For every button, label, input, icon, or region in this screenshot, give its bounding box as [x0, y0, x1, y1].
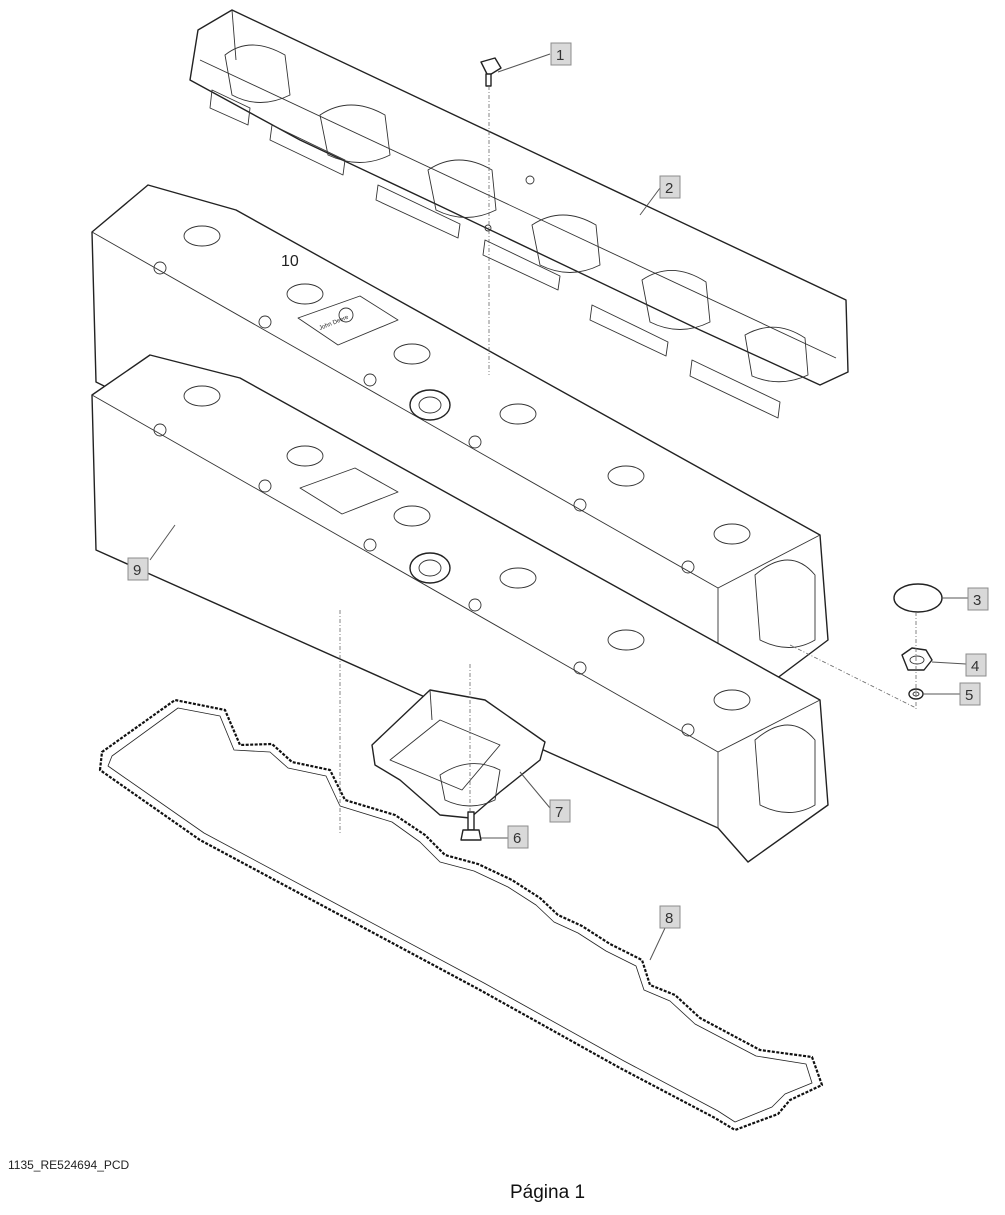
svg-text:2: 2 [665, 180, 673, 197]
svg-text:6: 6 [513, 830, 521, 847]
part-3-cap [893, 583, 943, 613]
svg-text:3: 3 [973, 592, 981, 609]
callout-4: 4 [965, 653, 987, 677]
part-1-bolt [480, 57, 502, 87]
callout-9: 9 [127, 557, 149, 581]
svg-text:5: 5 [965, 687, 973, 704]
svg-text:8: 8 [665, 910, 673, 927]
callout-2: 2 [659, 175, 681, 199]
leader-8 [649, 927, 666, 961]
part-10-valve-cover: John Deere [91, 184, 829, 701]
part-2-shield [189, 9, 849, 419]
part-6-bolt [460, 811, 482, 841]
part-7-bracket [371, 689, 546, 819]
callout-8: 8 [659, 905, 681, 929]
callout-1: 1 [550, 42, 572, 66]
document-code: 1135_RE524694_PCD [8, 1158, 130, 1172]
alignment-line-cover [789, 644, 917, 709]
callout-6: 6 [507, 825, 529, 849]
leader-7 [519, 771, 551, 809]
page-number: Página 1 [510, 1182, 586, 1203]
callout-3: 3 [967, 587, 989, 611]
label-10: 10 [281, 253, 299, 270]
svg-text:4: 4 [971, 658, 979, 675]
svg-text:1: 1 [556, 47, 564, 64]
leader-9 [149, 524, 176, 561]
part-8-gasket [98, 698, 824, 1132]
part-4-nut [901, 647, 933, 671]
leader-1 [497, 53, 551, 73]
svg-text:7: 7 [555, 804, 563, 821]
svg-text:9: 9 [133, 562, 141, 579]
callout-5: 5 [959, 682, 981, 706]
leader-4 [931, 661, 967, 665]
callout-7: 7 [549, 799, 571, 823]
leader-2 [639, 187, 661, 216]
part-9-valve-cover [91, 354, 829, 863]
